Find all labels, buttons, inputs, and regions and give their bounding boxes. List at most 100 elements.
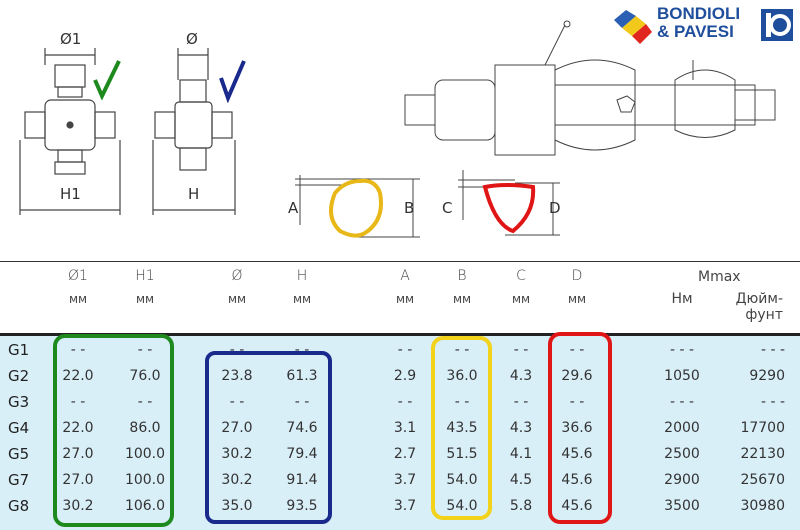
height-label: H: [188, 185, 200, 203]
table-cell: 27.0: [62, 472, 94, 488]
diameter1-label: Ø1: [60, 30, 82, 48]
column-unit: мм: [227, 292, 247, 306]
mmax-header: Mmax: [698, 269, 741, 285]
table-cell: 79.4: [286, 446, 318, 462]
table-cell: 74.6: [286, 420, 318, 436]
profile-a-b-drawing: [295, 175, 420, 238]
table-cell: - - -: [760, 342, 785, 358]
cross-journal-drawing-2: [152, 48, 236, 215]
brand-name: BONDIOLI & PAVESI: [657, 5, 740, 41]
bp-mark-icon: [761, 9, 793, 41]
profile-c-label: C: [442, 199, 453, 217]
column-header: H: [296, 268, 308, 284]
table-cell: 106.0: [124, 498, 166, 514]
column-unit: Нм: [671, 291, 693, 307]
table-cell: 45.6: [561, 498, 593, 514]
table-cell: 2.9: [393, 368, 417, 384]
table-cell: 27.0: [62, 446, 94, 462]
table-cell: 3.1: [393, 420, 417, 436]
table-cell: - -: [513, 394, 529, 410]
table-cell: 86.0: [129, 420, 161, 436]
profile-c-d-drawing: [458, 170, 560, 236]
profile-b-label: B: [404, 199, 415, 217]
column-header: Ø: [231, 268, 243, 284]
table-cell: - -: [137, 394, 153, 410]
table-cell: 93.5: [286, 498, 318, 514]
table-cell: - -: [569, 394, 585, 410]
table-cell: 36.6: [561, 420, 593, 436]
table-cell: 17700: [740, 420, 785, 436]
column-unit: мм: [395, 292, 415, 306]
table-cell: 4.1: [509, 446, 533, 462]
table-cell: - -: [229, 394, 245, 410]
row-label: G3: [8, 393, 30, 411]
column-unit: мм: [511, 292, 531, 306]
table-cell: - -: [137, 342, 153, 358]
table-cell: 2500: [664, 446, 700, 462]
table-cell: 2900: [664, 472, 700, 488]
table-cell: - -: [397, 342, 413, 358]
table-cell: 4.5: [509, 472, 533, 488]
column-header: H1: [135, 268, 155, 284]
table-cell: 61.3: [286, 368, 318, 384]
row-label: G5: [8, 445, 30, 463]
column-unit: мм: [135, 292, 155, 306]
green-check-icon: [93, 60, 121, 100]
bondioli-logo-icon: [614, 10, 652, 44]
table-cell: - -: [70, 342, 86, 358]
table-cell: 29.6: [561, 368, 593, 384]
table-cell: 4.3: [509, 368, 533, 384]
table-cell: 4.3: [509, 420, 533, 436]
table-cell: 100.0: [124, 446, 166, 462]
table-cell: 22.0: [62, 368, 94, 384]
table-cell: - - -: [760, 394, 785, 410]
table-cell: 3.7: [393, 498, 417, 514]
row-label: G7: [8, 471, 30, 489]
table-cell: 27.0: [221, 420, 253, 436]
profile-d-label: D: [549, 199, 561, 217]
column-unit: мм: [567, 292, 587, 306]
table-cell: 25670: [740, 472, 785, 488]
table-cell: - -: [294, 394, 310, 410]
table-cell: 35.0: [221, 498, 253, 514]
row-label: G8: [8, 497, 30, 515]
table-cell: - - -: [669, 394, 695, 410]
row-label: G2: [8, 367, 30, 385]
height1-label: H1: [60, 185, 81, 203]
column-unit: мм: [452, 292, 472, 306]
column-header: A: [400, 268, 410, 284]
table-cell: 5.8: [509, 498, 533, 514]
divider: [0, 261, 800, 262]
table-cell: 45.6: [561, 472, 593, 488]
table-cell: 3500: [664, 498, 700, 514]
diameter-label: Ø: [186, 30, 198, 48]
table-cell: - -: [513, 342, 529, 358]
table-cell: - -: [70, 394, 86, 410]
table-cell: 45.6: [561, 446, 593, 462]
table-cell: 100.0: [124, 472, 166, 488]
table-cell: 9290: [749, 368, 785, 384]
table-cell: 22130: [740, 446, 785, 462]
table-cell: - -: [229, 342, 245, 358]
column-header: Ø1: [68, 268, 88, 284]
blue-check-icon: [219, 60, 246, 103]
column-header: B: [457, 268, 467, 284]
table-cell: 30.2: [221, 446, 253, 462]
table-cell: - - -: [669, 342, 695, 358]
table-cell: 30.2: [221, 472, 253, 488]
table-cell: 2.7: [393, 446, 417, 462]
column-header: D: [571, 268, 583, 284]
cross-journal-drawing-1: [19, 48, 121, 215]
table-cell: 76.0: [129, 368, 161, 384]
table-cell: 23.8: [221, 368, 253, 384]
brand-line2: & PAVESI: [657, 22, 734, 41]
column-header: C: [516, 268, 526, 284]
table-cell: 2000: [664, 420, 700, 436]
row-label: G4: [8, 419, 30, 437]
brand-line1: BONDIOLI: [657, 4, 741, 23]
column-unit: Дюйм-фунт: [735, 291, 783, 323]
table-cell: 22.0: [62, 420, 94, 436]
table-cell: - -: [397, 394, 413, 410]
